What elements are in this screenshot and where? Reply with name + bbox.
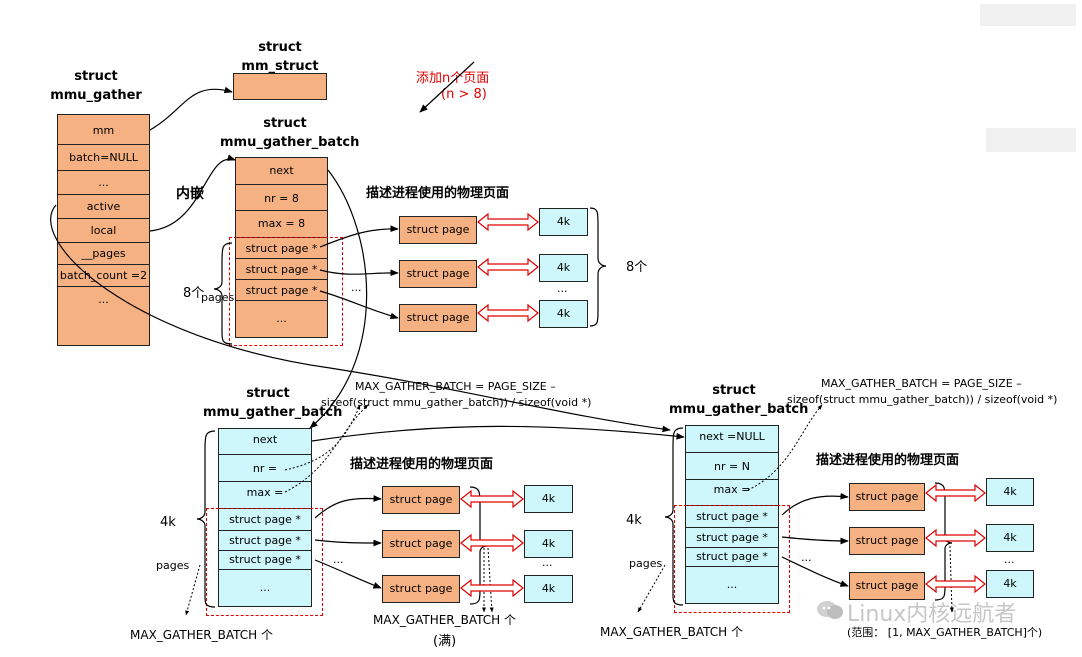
mmu-gather-field-batch: batch=NULL [57,144,150,171]
batch3-formula-2: sizeof(struct mmu_gather_batch)) / sizeo… [787,393,1058,406]
batch3-page-ptr-3: struct page * [685,547,779,567]
batch3-title: struct mmu_gather_batch [669,383,809,417]
watermark-logo-icon [816,599,844,621]
local-struct-page-3: struct page [399,304,477,332]
batch2-struct-page-2: struct page [382,530,460,558]
local-batch-page-ptr-2: struct page * [235,258,328,280]
link-arrows [460,212,986,598]
batch3-dots-2: ... [1004,553,1015,566]
local-batch-pages-highlight [229,237,343,346]
batch2-struct-page-3: struct page [382,575,460,603]
batch2-next: next [218,428,312,455]
batch2-pages-label: pages [156,559,190,572]
local-batch-title: struct mmu_gather_batch [220,116,360,150]
local-dots-2: ... [557,282,568,295]
batch3-struct-page-3: struct page [849,572,925,600]
mmu-gather-field-tail: ... [57,286,150,346]
mmu-gather-field-batch-count: batch_count =2 [57,264,150,287]
mmu-gather-field-active: active [57,194,150,219]
batch2-bottom-full: (满) [433,634,457,649]
batch3-struct-page-1: struct page [849,483,925,511]
mm-struct-box [233,73,327,100]
batch2-page-4k-3: 4k [524,575,573,603]
batch3-next: next =NULL [685,425,779,453]
batch2-tail: ... [218,569,312,607]
batch2-bottom-mid: MAX_GATHER_BATCH 个 [373,613,516,627]
batch2-formula-1: MAX_GATHER_BATCH = PAGE_SIZE – [355,380,556,393]
batch3-page-4k-3: 4k [986,570,1034,598]
watermark-text: Linux内核远航者 [847,602,1017,627]
batch3-struct-page-2: struct page [849,527,925,555]
batch3-formula-1: MAX_GATHER_BATCH = PAGE_SIZE – [821,377,1022,390]
mmu-gather-field-mm: mm [57,114,150,145]
blurred-region [986,128,1076,152]
local-batch-nr: nr = 8 [235,184,328,211]
mmu-gather-field-local: local [57,218,150,243]
batch2-pages-highlight [206,508,323,616]
local-batch-pages-label: pages [201,291,235,304]
local-page-4k-1: 4k [539,208,588,236]
batch3-bottom-left: MAX_GATHER_BATCH 个 [600,625,743,639]
batch3-dots-1: ... [801,551,812,564]
add-pages-note-line2: (n > 8) [441,87,487,102]
batch3-page-4k-1: 4k [986,478,1034,506]
batch3-tail: ... [685,566,779,604]
local-batch-desc: 描述进程使用的物理页面 [366,186,510,201]
batch2-page-4k-2: 4k [524,530,573,558]
batch3-page-4k-2: 4k [986,524,1034,552]
batch3-pages-highlight [674,505,790,613]
batch2-page-4k-1: 4k [524,485,573,513]
batch2-bottom-left: MAX_GATHER_BATCH 个 [130,628,273,642]
batch2-title: struct mmu_gather_batch [203,386,343,420]
batch3-desc: 描述进程使用的物理页面 [816,453,960,468]
local-batch-count: 8个 [183,286,205,301]
local-right-count: 8个 [626,260,648,275]
local-struct-page-2: struct page [399,260,477,288]
batch3-page-ptr-2: struct page * [685,527,779,548]
local-dots-1: ... [351,281,362,294]
mmu-gather-title: struct mmu_gather [50,69,142,103]
batch2-formula-2: sizeof(struct mmu_gather_batch)) / sizeo… [321,396,592,409]
batch2-dots-1: ... [333,553,344,566]
blurred-region [980,4,1076,26]
batch3-pages-label: pages [629,557,663,570]
local-struct-page-1: struct page [399,216,477,244]
batch3-range: (范围： [1, MAX_GATHER_BATCH]个) [847,626,1043,639]
local-batch-next: next [235,157,328,185]
local-page-4k-2: 4k [539,254,588,282]
batch2-dots-2: ... [542,556,553,569]
batch2-desc: 描述进程使用的物理页面 [350,457,494,472]
add-pages-note-line1: 添加n个页面 [416,71,490,86]
batch3-size: 4k [626,513,642,528]
local-page-4k-3: 4k [539,300,588,328]
mm-struct-title: struct mm_struct [241,40,319,74]
local-batch-tail: ... [235,300,328,338]
batch2-struct-page-1: struct page [382,486,460,514]
mmu-gather-field-dots: ... [57,170,150,195]
local-batch-page-ptr-1: struct page * [235,237,328,259]
batch2-size: 4k [160,515,176,530]
